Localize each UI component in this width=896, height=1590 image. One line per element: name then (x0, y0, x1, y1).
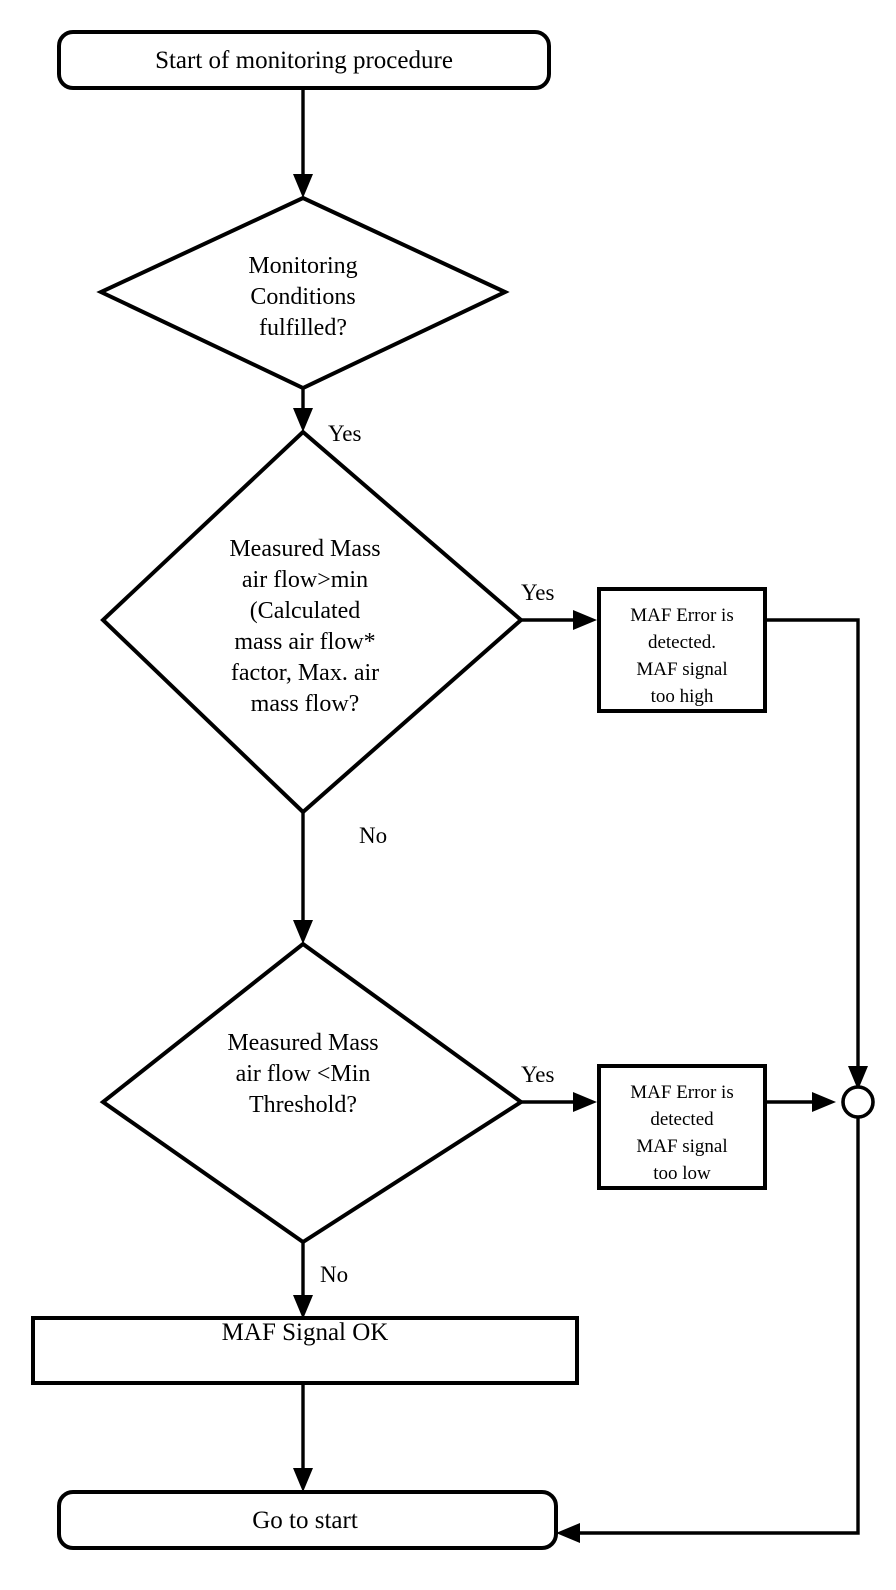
decision-max-line-4: mass air flow* (234, 629, 375, 655)
edge-start-to-conditions (293, 88, 313, 198)
edge-signal-ok-to-go-to-start (293, 1383, 313, 1492)
decision-conditions-line-3: fulfilled? (259, 315, 347, 341)
decision-max-line-3: (Calculated (250, 598, 361, 624)
edge-label-conditions-yes: Yes (328, 421, 362, 446)
error-high-line-2: detected. (648, 632, 716, 653)
node-start-label: Start of monitoring procedure (155, 47, 453, 74)
edge-min-yes-to-error-low (521, 1092, 597, 1112)
error-low-line-1: MAF Error is (630, 1082, 733, 1103)
node-decision-min[interactable]: Measured Mass air flow <Min Threshold? (99, 941, 525, 1245)
node-error-high[interactable]: MAF Error is detected. MAF signal too hi… (597, 587, 767, 713)
error-low-line-2: detected (650, 1109, 714, 1130)
decision-max-line-5: factor, Max. air (231, 660, 379, 686)
edge-label-max-no: No (359, 823, 387, 848)
node-decision-conditions[interactable]: Monitoring Conditions fulfilled? (96, 195, 510, 391)
edge-min-no-to-signal-ok (293, 1242, 313, 1319)
edge-max-yes-to-error-high (521, 610, 597, 630)
node-signal-ok-label: MAF Signal OK (222, 1319, 389, 1346)
error-high-line-4: too high (651, 686, 714, 707)
node-decision-max[interactable]: Measured Mass air flow>min (Calculated m… (100, 429, 525, 815)
decision-min-line-3: Threshold? (249, 1092, 357, 1118)
node-start[interactable]: Start of monitoring procedure (57, 30, 551, 90)
decision-min-line-2: air flow <Min (236, 1061, 371, 1087)
decision-conditions-line-2: Conditions (250, 284, 355, 310)
edge-error-high-to-junction (765, 618, 868, 1090)
node-error-low[interactable]: MAF Error is detected MAF signal too low (597, 1064, 767, 1190)
edge-label-max-yes: Yes (521, 580, 555, 605)
node-signal-ok[interactable]: MAF Signal OK (31, 1316, 579, 1385)
error-high-line-3: MAF signal (636, 659, 727, 680)
edge-label-min-no: No (320, 1262, 348, 1287)
node-go-to-start[interactable]: Go to start (57, 1490, 558, 1550)
edge-max-no-to-min (293, 812, 313, 944)
decision-min-line-1: Measured Mass (227, 1030, 378, 1056)
node-go-to-start-label: Go to start (252, 1507, 358, 1534)
edge-error-low-to-junction (765, 1092, 836, 1112)
decision-max-line-1: Measured Mass (229, 536, 380, 562)
error-high-line-1: MAF Error is (630, 605, 733, 626)
decision-max-line-2: air flow>min (242, 567, 368, 593)
decision-conditions-line-1: Monitoring (248, 253, 357, 279)
node-merge-junction (841, 1085, 875, 1119)
error-low-line-3: MAF signal (636, 1136, 727, 1157)
edge-conditions-to-max (293, 388, 313, 432)
edge-junction-to-go-to-start (556, 1118, 860, 1543)
decision-max-line-6: mass flow? (251, 691, 360, 717)
edge-label-min-yes: Yes (521, 1062, 555, 1087)
error-low-line-4: too low (653, 1163, 711, 1184)
